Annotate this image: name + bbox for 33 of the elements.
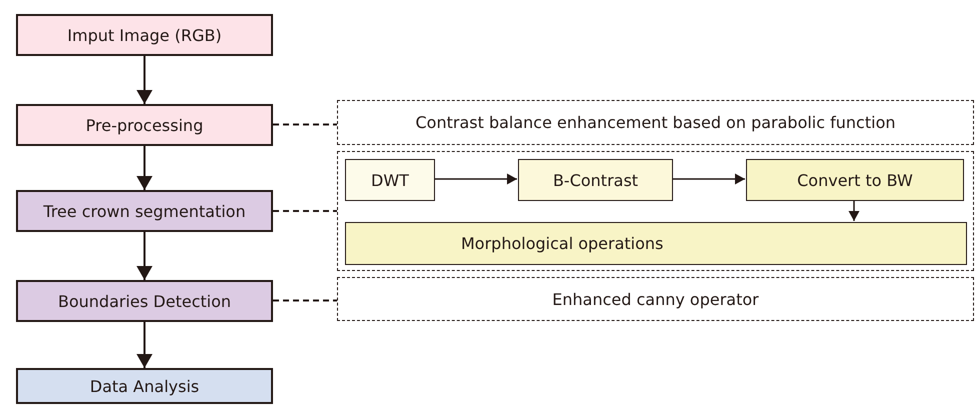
box-label: Convert to BW — [797, 170, 913, 190]
process-box — [16, 368, 273, 404]
box-label: Tree crown segmentation — [43, 202, 246, 220]
process-box — [518, 159, 673, 201]
dashed-group-box — [337, 151, 974, 271]
process-box — [345, 159, 435, 201]
dashed-box — [337, 277, 974, 321]
process-box — [746, 159, 964, 201]
dashed-box — [337, 100, 974, 145]
box-label: Pre-processing — [86, 116, 204, 134]
arrow — [136, 322, 152, 368]
process-box — [345, 222, 967, 265]
box-label: DWT — [371, 170, 409, 190]
box-label: Enhanced canny operator — [552, 290, 759, 308]
process-box — [16, 14, 273, 56]
box-label: B-Contrast — [552, 170, 638, 190]
process-box — [16, 190, 273, 232]
box-label: Boundaries Detection — [58, 292, 232, 310]
box-label: Imput Image (RGB) — [67, 26, 222, 44]
arrow — [434, 174, 517, 184]
dashed-connector — [273, 210, 337, 212]
arrow — [136, 232, 152, 280]
arrow — [136, 56, 152, 104]
arrow — [848, 200, 860, 221]
dashed-connector — [273, 124, 337, 126]
process-box — [16, 280, 273, 322]
process-box — [16, 104, 273, 146]
arrow — [136, 146, 152, 190]
dashed-connector — [273, 300, 337, 302]
box-label: Data Analysis — [90, 376, 200, 396]
box-label: Morphological operations — [461, 234, 664, 253]
box-label: Contrast balance enhancement based on parabolic function — [416, 113, 896, 132]
arrow — [672, 174, 745, 184]
